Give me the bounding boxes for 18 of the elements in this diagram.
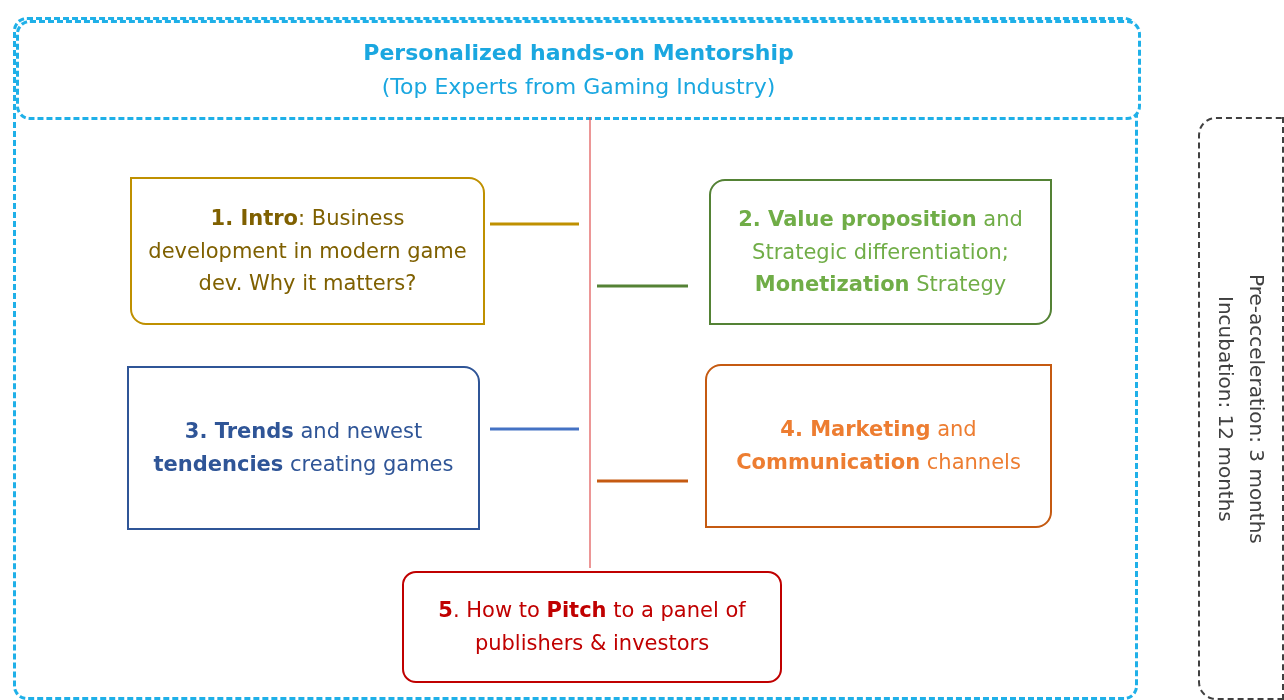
topic-text: 3. Trends and newest tendencies creating games [152,418,455,478]
container-box [13,17,1138,700]
header-title: Personalized hands-on Mentorship [363,38,794,67]
topic-text: 4. Marketing and Communication channels [735,416,1022,476]
topic-box [402,571,782,683]
topic-box [709,179,1052,325]
duration-text: Incubation: 12 months [1213,295,1239,522]
topic-text: 1. Intro: Business development in modern game dev. Why it matters? [147,205,468,298]
topic-box [130,177,485,325]
duration-box [1198,117,1284,700]
topic-box [705,364,1052,528]
topic-text: 5. How to Pitch to a panel of publishers & investors [437,597,747,657]
header-subtitle: (Top Experts from Gaming Industry) [381,73,776,101]
duration-text: Pre-acceleration: 3 months [1244,273,1270,544]
topic-text: 2. Value proposition and Strategic differentiation; Monetization Strategy [737,206,1024,299]
header-box [16,20,1141,120]
topic-box [127,366,480,530]
connector-line [589,116,591,569]
